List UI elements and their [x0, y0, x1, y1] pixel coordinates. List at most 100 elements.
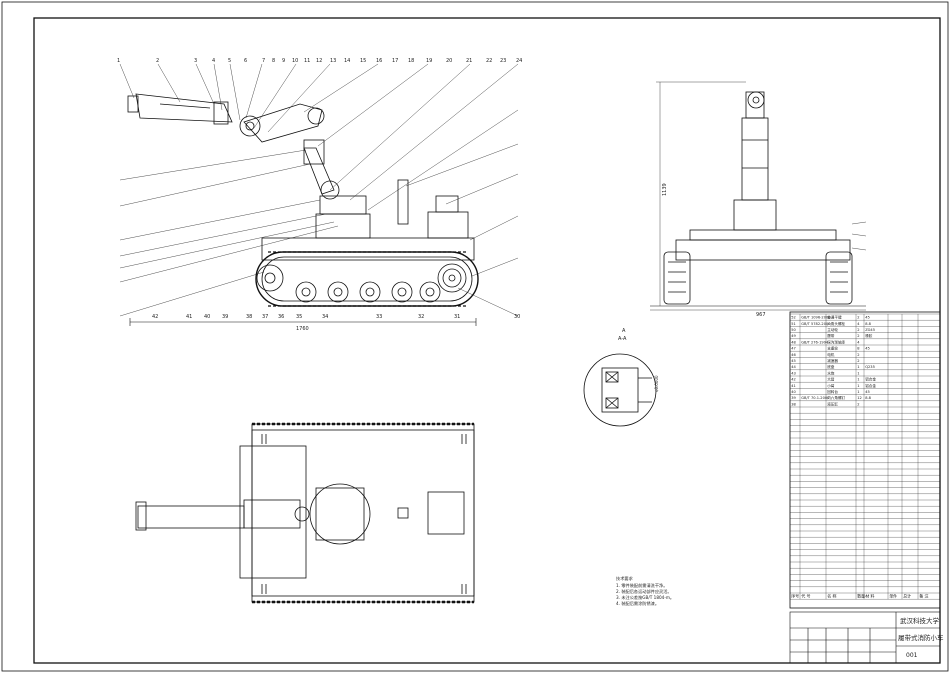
- front-callout-labels: 1 2 3 4 5 6 7 8 9 10 11 12 13 14 15 16 1…: [117, 58, 522, 64]
- callout-b7: 35: [296, 314, 302, 320]
- bom-cell: 铝合金: [865, 377, 876, 382]
- bom-cell: 46: [791, 353, 796, 357]
- bom-cell: 履带: [827, 333, 835, 338]
- callout-9: 9: [282, 58, 285, 64]
- notes-title: 技术要求: [616, 575, 634, 582]
- bom-cell: 45: [791, 359, 796, 363]
- bom-cell: 小臂: [827, 383, 835, 388]
- bom-cell: 1: [857, 365, 859, 369]
- bom-cell: 六角头螺栓: [827, 321, 845, 326]
- dim-height: 1139: [662, 183, 668, 196]
- note-4: 4. 装配后需涂防锈漆。: [616, 600, 659, 607]
- bom-cell: 4: [857, 340, 860, 344]
- callout-8: 8: [272, 58, 275, 64]
- front-leaders: [119, 63, 519, 317]
- callout-4: 4: [212, 58, 215, 64]
- bom-cell: 2: [857, 328, 859, 332]
- bom-header-cell: 名 称: [827, 593, 836, 599]
- bom-cell: ZG45: [865, 328, 875, 332]
- bom-cell: 4: [857, 322, 860, 326]
- bom-cell: 8.8: [865, 322, 871, 326]
- callout-b10: 32: [418, 314, 424, 320]
- callout-b11: 31: [454, 314, 460, 320]
- bom-cell: 43: [791, 371, 796, 375]
- bom-header-cell: 备 注: [919, 593, 928, 599]
- callout-15: 15: [360, 58, 366, 64]
- bom-header-cell: 单件: [889, 593, 897, 599]
- callout-b9: 33: [376, 314, 382, 320]
- bom-cell: 40: [791, 390, 796, 394]
- bom-cell: 1: [857, 378, 859, 382]
- dim-length: 1760: [296, 326, 309, 332]
- section-label: A: [622, 328, 626, 334]
- bom-cell: 内六角螺钉: [827, 395, 845, 400]
- bom-cell: 50: [791, 328, 796, 332]
- bom-cell: 2: [857, 402, 859, 406]
- bom-cell: 38: [791, 402, 796, 406]
- callout-b6: 36: [278, 314, 284, 320]
- bom-cell: 48: [791, 340, 796, 344]
- callout-b2: 40: [204, 314, 210, 320]
- bom-cell: 底盘: [827, 364, 835, 369]
- bom-header-cell: 序号: [791, 593, 799, 599]
- callout-2: 2: [156, 58, 159, 64]
- bom-cell: 41: [791, 384, 796, 388]
- callout-12: 12: [316, 58, 322, 64]
- university-name: 武汉科技大学: [900, 616, 940, 625]
- bom-cell: 12: [857, 396, 862, 400]
- callout-16: 16: [376, 58, 382, 64]
- bom-cell: 深沟球轴承: [827, 339, 845, 344]
- bom-cell: GB/T 70.1-2000: [801, 396, 830, 400]
- bom-cell: 2: [857, 353, 859, 357]
- callout-24: 24: [516, 58, 522, 64]
- bom-cell: GB/T 276-1994: [801, 340, 829, 344]
- note-1: 1. 零件装配前需清洗干净。: [616, 582, 667, 589]
- bom-cell: 回转台: [827, 389, 838, 394]
- callout-20: 20: [446, 58, 452, 64]
- callout-b5: 37: [262, 314, 268, 320]
- bom-cell: 水炮: [827, 370, 835, 375]
- bom-cell: GB/T 5782-2000: [801, 322, 831, 326]
- bom-cell: 2: [857, 334, 859, 338]
- callout-22: 22: [486, 58, 492, 64]
- callout-b8: 34: [322, 314, 328, 320]
- bom-header-cell: 数量: [857, 593, 865, 599]
- bom-cell: 8: [857, 347, 860, 351]
- callout-b4: 38: [246, 314, 252, 320]
- note-3: 3. 未注公差按GB/T 1804-m。: [616, 594, 674, 601]
- bom-cell: 47: [791, 347, 796, 351]
- bom-cell: 减速器: [827, 358, 838, 363]
- drawing-title: 履带式消防小车: [898, 633, 944, 642]
- top-view: [135, 422, 475, 604]
- bom-header-cell: 总计: [903, 593, 911, 599]
- callout-23: 23: [500, 58, 506, 64]
- bom-cell: 45: [865, 390, 870, 394]
- bom-cell: 1: [857, 384, 859, 388]
- bom-cell: 支重轮: [827, 346, 838, 351]
- title-block: [789, 611, 941, 664]
- bom-cell: GB/T 1096-2000: [801, 316, 831, 320]
- bom-cell: 49: [791, 334, 796, 338]
- callout-6: 6: [244, 58, 247, 64]
- callout-5: 5: [228, 58, 231, 64]
- callout-1: 1: [117, 58, 120, 64]
- note-2: 2. 装配后各运动部件应灵活。: [616, 588, 672, 595]
- bom-cell: 8.8: [865, 396, 871, 400]
- bom-header-cell: 材 料: [865, 593, 874, 599]
- bom-cell: 1: [857, 371, 859, 375]
- section-detail: [583, 353, 657, 427]
- bom-cell: 普通平键: [827, 315, 842, 320]
- bom-cell: 电机: [827, 352, 835, 357]
- bom-cell: 大臂: [827, 377, 835, 382]
- bom-cell: 42: [791, 378, 796, 382]
- callout-b12: 30: [514, 314, 520, 320]
- callout-19: 19: [426, 58, 432, 64]
- bom-cell: 2: [857, 316, 859, 320]
- bom-cell: 铝合金: [865, 383, 876, 388]
- bom-cell: 44: [791, 365, 796, 369]
- bom-cell: 1: [857, 390, 859, 394]
- callout-11: 11: [304, 58, 310, 64]
- bom-cell: 橡胶: [865, 333, 873, 338]
